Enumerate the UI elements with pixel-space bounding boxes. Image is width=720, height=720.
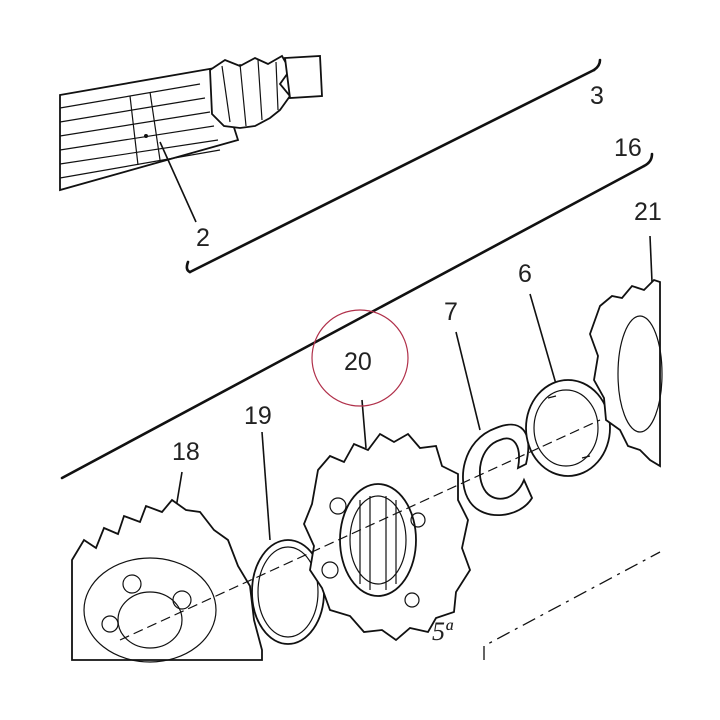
callout-18: 18	[172, 438, 200, 466]
dash-dot-frame	[483, 551, 661, 660]
page-mark: 5ª	[432, 617, 454, 646]
splined-shaft	[59, 54, 323, 192]
callout-19: 19	[244, 402, 272, 430]
circlip-7	[462, 423, 534, 516]
callout-3: 3	[590, 82, 604, 110]
callout-20: 20	[344, 348, 372, 376]
assembly-bracket-16	[60, 152, 654, 480]
assembly-axis	[119, 419, 601, 641]
callout-21: 21	[634, 198, 662, 226]
washer-6	[525, 379, 611, 477]
callout-7: 7	[444, 298, 458, 326]
leader-lines	[159, 141, 653, 541]
callout-2: 2	[196, 224, 210, 252]
highlight-circle	[311, 309, 409, 407]
callout-6: 6	[518, 260, 532, 288]
gear-18	[71, 498, 263, 663]
callout-16: 16	[614, 134, 642, 162]
gear-21	[589, 278, 663, 468]
gear-20	[303, 432, 471, 642]
assembly-bracket-3	[185, 58, 602, 274]
